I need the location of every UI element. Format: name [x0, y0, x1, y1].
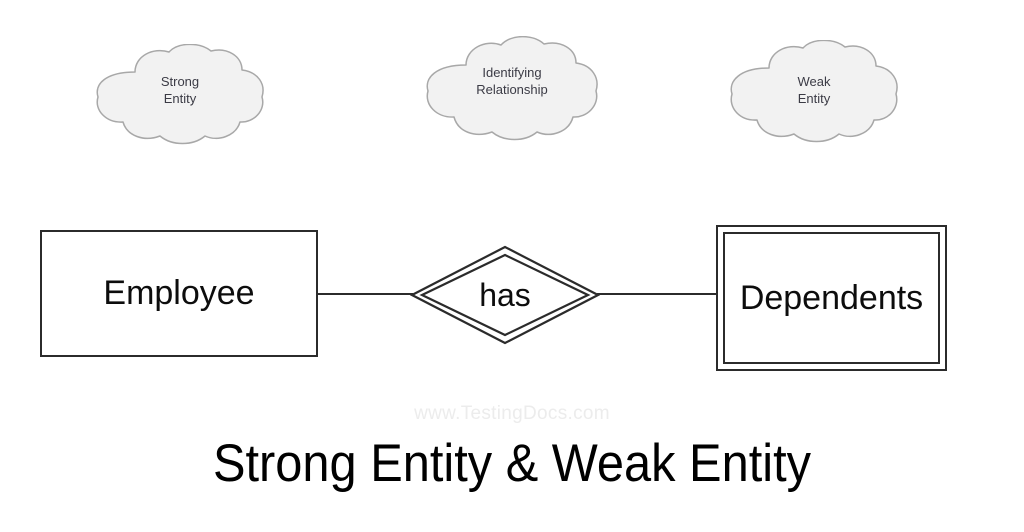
- cloud-shape-icon: [96, 44, 264, 145]
- entity-dependents[interactable]: Dependents: [716, 225, 947, 371]
- entity-employee-label: Employee: [103, 274, 255, 312]
- relationship-has[interactable]: has: [410, 245, 600, 345]
- annotation-cloud-strong-entity: Strong Entity: [94, 44, 266, 146]
- cloud-shape-icon: [730, 40, 898, 143]
- annotation-cloud-weak-entity: Weak Entity: [728, 40, 900, 144]
- annotation-cloud-identifying-relationship: Identifying Relationship: [424, 36, 600, 142]
- diagram-caption: Strong Entity & Weak Entity: [212, 434, 812, 493]
- double-diamond-shape-icon: [410, 245, 600, 345]
- watermark: www.TestingDocs.com: [414, 403, 610, 424]
- entity-employee[interactable]: Employee: [40, 230, 318, 357]
- cloud-shape-icon: [426, 36, 598, 141]
- connector-has-to-dependents: [597, 293, 717, 295]
- connector-employee-to-has: [317, 293, 413, 295]
- entity-dependents-label: Dependents: [739, 278, 924, 317]
- entity-dependents-inner-border: Dependents: [723, 232, 940, 364]
